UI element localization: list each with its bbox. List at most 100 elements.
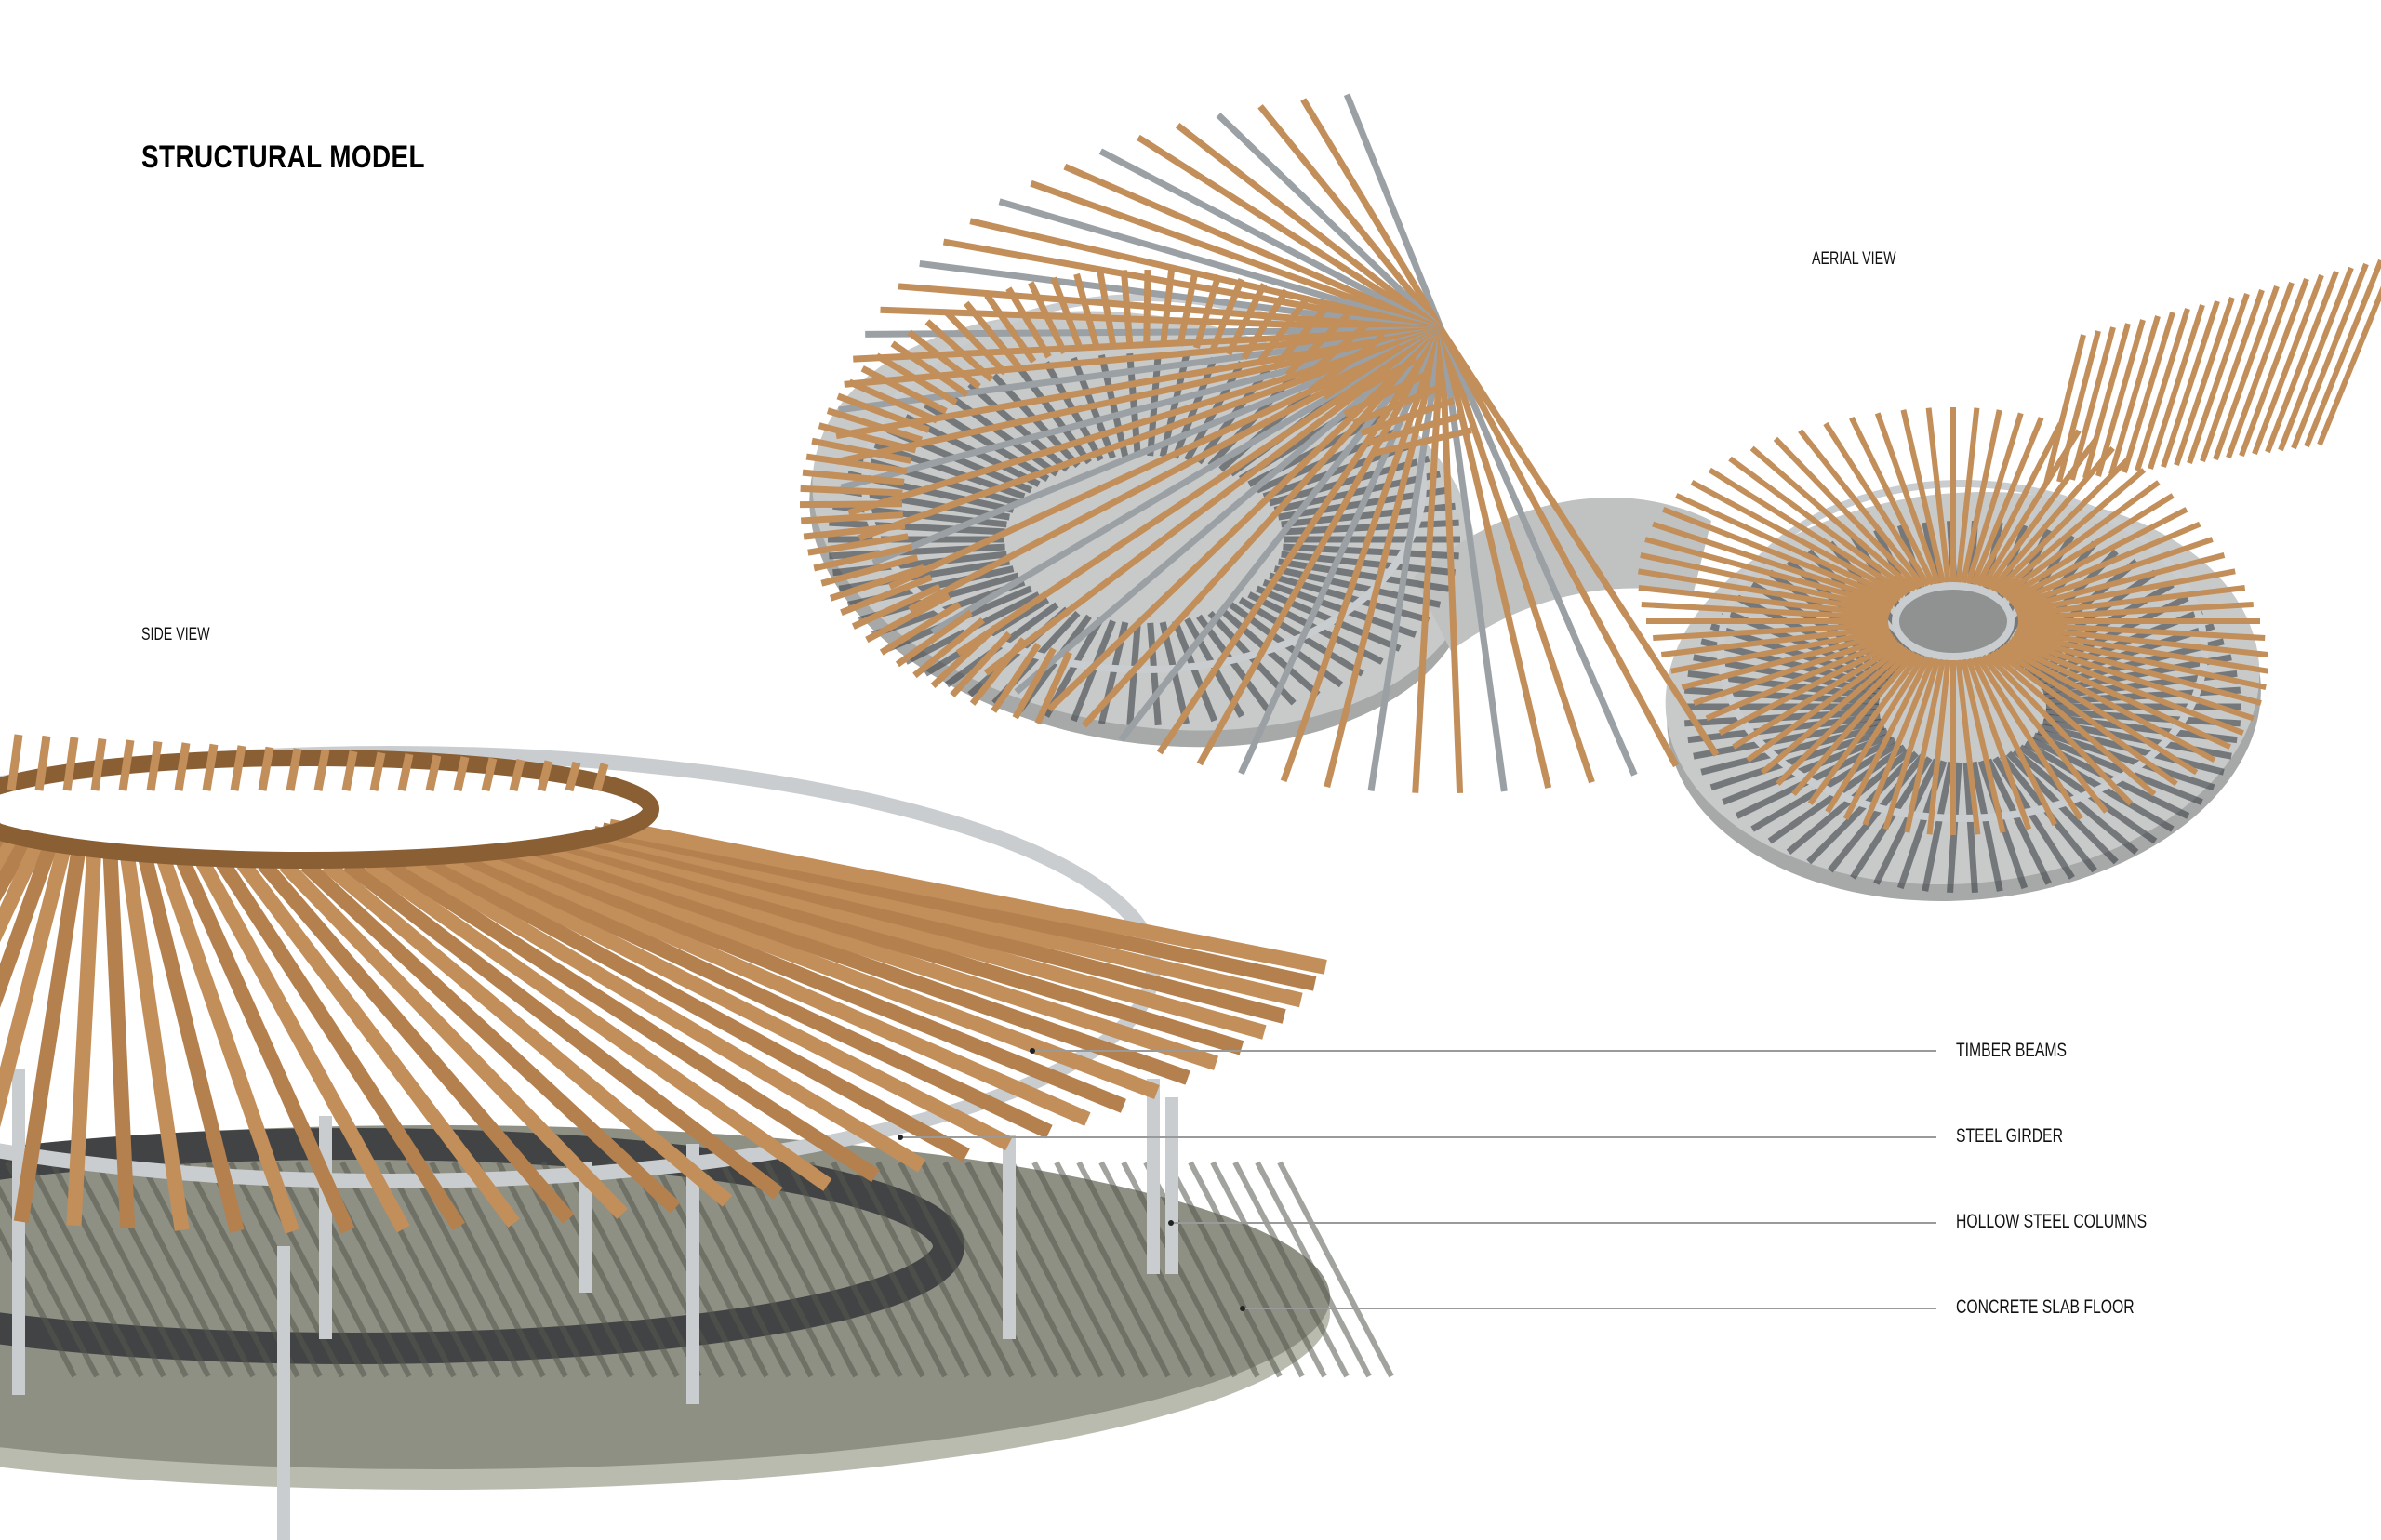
aerial-timber-beam: [1681, 631, 1893, 690]
aerial-timber-fin: [2161, 300, 2220, 468]
aerial-timber-fin: [2239, 277, 2309, 458]
vertical-fin: [34, 735, 51, 791]
aerial-shadow: [1806, 750, 1919, 865]
beam-shadow: [719, 1161, 836, 1378]
aerial-timber-beam: [1965, 412, 2024, 585]
aerial-timber-fin: [2291, 262, 2369, 450]
vertical-fin: [286, 748, 302, 791]
aerial-shadow: [967, 381, 1070, 472]
aerial-shadow: [2032, 732, 2203, 805]
aerial-timber-beam: [1773, 436, 1922, 591]
aerial-timber-beam: [930, 624, 998, 689]
aerial-timber-beam: [1993, 648, 2178, 787]
beam-shadow: [1054, 1161, 1171, 1378]
aerial-timber-beam: [984, 293, 1037, 364]
aerial-timber-beam: [1749, 445, 1917, 592]
aerial-timber-beam: [2007, 639, 2244, 736]
aerial-timber-beam: [907, 329, 981, 390]
aerial-timber-beam: [1209, 277, 1245, 352]
aerial-timber-beam: [1280, 328, 1445, 783]
aerial-timber-beam: [969, 218, 1443, 334]
side-view-model: [0, 734, 1394, 1540]
vertical-fin: [481, 757, 498, 792]
aerial-timber-fin: [2200, 289, 2265, 462]
aerial-timber-beam: [2007, 507, 2188, 604]
legend-timber-beams: TIMBER BEAMS: [1956, 1040, 2068, 1061]
aerial-timber-beam: [2017, 621, 2266, 642]
beam-shadow: [853, 1161, 970, 1378]
timber-beam: [571, 832, 1267, 1040]
aerial-timber-beam: [2010, 521, 2201, 606]
beam-shadow: [406, 1161, 524, 1378]
aerial-timber-beam: [1333, 356, 1417, 408]
beam-shadow: [1076, 1161, 1193, 1378]
aerial-shadow: [1970, 761, 2003, 892]
beam-shadow: [1009, 1161, 1126, 1378]
aerial-timber-fin: [2252, 273, 2324, 456]
aerial-timber-beam: [1842, 656, 1931, 820]
aerial-timber-beam: [1012, 646, 1057, 720]
legend-leader-lines: [898, 1048, 1936, 1311]
aerial-timber-beam: [1718, 639, 1899, 736]
aerial-timber-beam: [1670, 627, 1891, 674]
aerial-timber-beam: [1798, 429, 1926, 589]
aerial-timber-fin: [2278, 266, 2354, 452]
aerial-timber-beam: [1674, 493, 1902, 602]
beam-shadow: [540, 1161, 658, 1378]
vertical-fin: [537, 760, 553, 792]
beam-shadow: [875, 1161, 992, 1378]
aerial-timber-beam: [1256, 295, 1310, 365]
beam-shadow: [1210, 1161, 1327, 1378]
aerial-shadow: [1722, 732, 1893, 805]
aerial-timber-beam: [836, 392, 930, 433]
aerial-timber-beam: [802, 469, 905, 485]
aerial-timber-beam: [1241, 288, 1289, 361]
vertical-fin: [369, 751, 386, 791]
aerial-timber-beam: [1660, 624, 1890, 657]
aerial-timber-beam: [1367, 412, 1465, 446]
aerial-timber-beam: [1373, 427, 1472, 457]
aerial-timber-beam: [1961, 409, 2002, 584]
aerial-shadow: [1700, 638, 1885, 691]
aerial-timber-beam: [1975, 422, 2064, 587]
beam-shadow: [496, 1161, 613, 1378]
aerial-timber-beam: [2014, 631, 2267, 691]
vertical-fin: [7, 734, 23, 791]
timber-beam: [499, 845, 1126, 1113]
aerial-timber-beam: [930, 326, 1443, 635]
aerial-timber-beam: [1360, 397, 1455, 436]
beam-shadow: [786, 1161, 903, 1378]
aerial-timber-beam: [813, 543, 913, 572]
aerial-timber-beam: [1120, 270, 1134, 345]
aerial-timber-beam: [1438, 328, 1680, 768]
beam-shadow: [964, 1161, 1082, 1378]
aerial-timber-beam: [2012, 537, 2214, 609]
vertical-fin: [397, 753, 414, 791]
vertical-fin: [425, 754, 442, 791]
aerial-timber-beam: [1662, 507, 1899, 604]
page-title: STRUCTURAL MODEL: [141, 139, 425, 175]
aerial-timber-beam: [1028, 281, 1068, 354]
aerial-timber-beam: [1156, 328, 1444, 755]
vertical-fin: [174, 742, 191, 791]
timber-beam: [102, 852, 136, 1229]
beam-shadow: [1121, 1161, 1238, 1378]
aerial-timber-beam: [1438, 329, 1552, 789]
aerial-timber-beam: [1439, 328, 1720, 757]
timber-beam: [176, 856, 355, 1234]
legend-concrete-slab-floor: CONCRETE SLAB FLOOR: [1956, 1296, 2135, 1318]
aerial-timber-beam: [943, 309, 1008, 376]
beam-shadow: [27, 1161, 144, 1378]
timber-beam: [0, 840, 59, 1008]
aerial-timber-beam: [998, 198, 1443, 334]
leader-dot: [1030, 1048, 1035, 1054]
leader-dot: [898, 1135, 903, 1140]
aerial-timber-beam: [2016, 585, 2246, 618]
aerial-timber-beam: [1438, 328, 1638, 777]
aerial-timber-beam: [969, 637, 1027, 706]
aerial-timber-beam: [912, 617, 985, 679]
aerial-timber-beam: [1300, 98, 1445, 332]
aerial-timber-beam: [1965, 657, 2032, 830]
timber-beam: [406, 855, 926, 1173]
aerial-timber-beam: [1732, 642, 1902, 750]
